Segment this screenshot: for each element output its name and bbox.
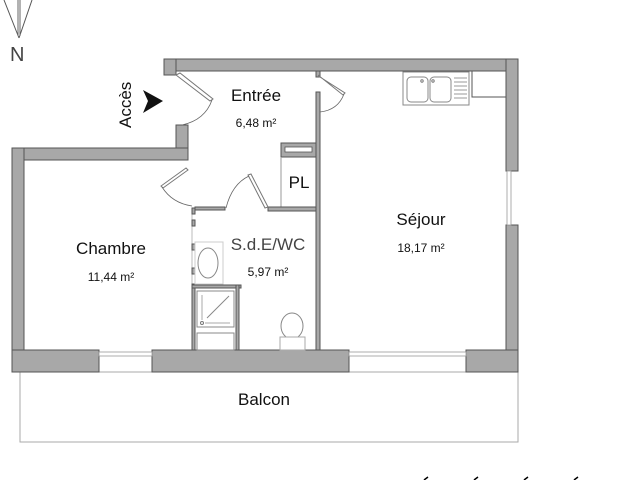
room-area-entree: 6,48 m²	[235, 116, 277, 130]
room-name-placard: PL	[288, 173, 310, 192]
sejour-door	[317, 74, 346, 113]
appliance-nook	[471, 70, 507, 98]
room-area-chambre: 11,44 m²	[87, 270, 135, 284]
room-name-sejour: Séjour	[396, 210, 446, 229]
bathroom-door	[225, 173, 269, 209]
access-label: Accès	[116, 81, 135, 128]
toilet-icon	[279, 312, 306, 351]
chambre-door	[160, 167, 193, 207]
north-arrow-icon	[3, 0, 33, 39]
washbasin-icon	[194, 241, 224, 285]
access-arrow-icon	[143, 90, 163, 113]
room-name-entree: Entrée	[230, 86, 282, 105]
room-name-balcon: Balcon	[238, 390, 290, 409]
room-area-sejour: 18,17 m²	[397, 241, 445, 255]
balcony-outline	[19, 371, 519, 443]
room-name-sde-wc: S.d.E/WC	[230, 235, 306, 254]
shower-tray-icon	[196, 290, 235, 351]
interior-walls	[191, 70, 321, 351]
windows	[98, 170, 512, 357]
room-name-chambre: Chambre	[76, 239, 146, 258]
entry-door	[175, 72, 214, 126]
room-area-sde-wc: 5,97 m²	[247, 265, 289, 279]
north-label: N	[10, 44, 25, 66]
kitchen-sink-icon	[402, 71, 470, 106]
